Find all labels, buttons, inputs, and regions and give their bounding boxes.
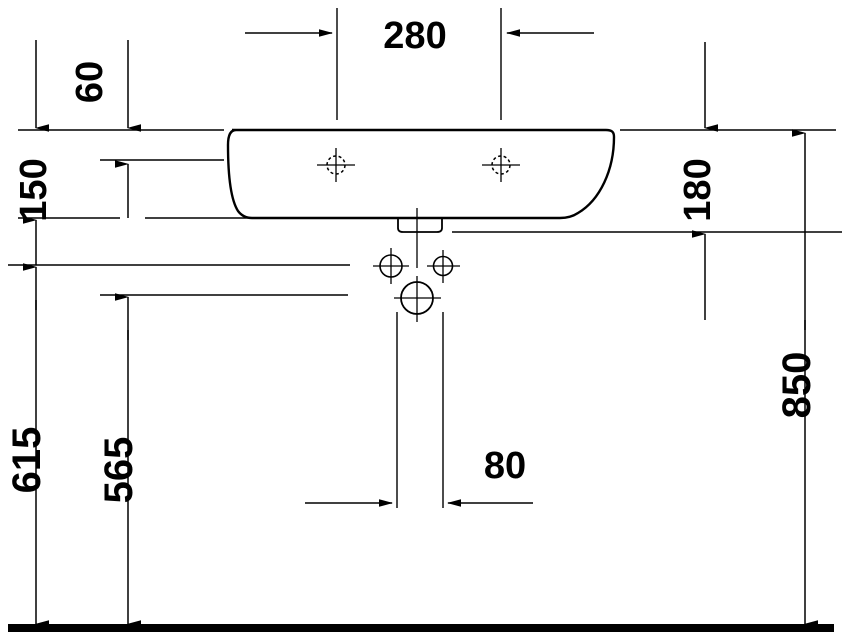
dim-label-850: 850: [775, 352, 819, 419]
dim-label-150: 150: [13, 158, 55, 221]
waste-outlet-circle: [394, 276, 441, 322]
washbasin-outline: [226, 128, 616, 220]
dim-label-80: 80: [484, 445, 526, 487]
dim-label-565: 565: [97, 437, 141, 504]
water-supply-right: [427, 250, 460, 283]
dim-label-615: 615: [5, 427, 49, 494]
tap-hole-right: [482, 148, 520, 182]
dim-label-180: 180: [677, 158, 719, 221]
dim-label-280: 280: [383, 15, 446, 57]
dim-label-60: 60: [69, 61, 111, 103]
water-supply-left: [373, 248, 409, 284]
tap-hole-left: [317, 148, 355, 182]
floor-line: [8, 624, 834, 632]
overflow-slot: [397, 218, 443, 233]
